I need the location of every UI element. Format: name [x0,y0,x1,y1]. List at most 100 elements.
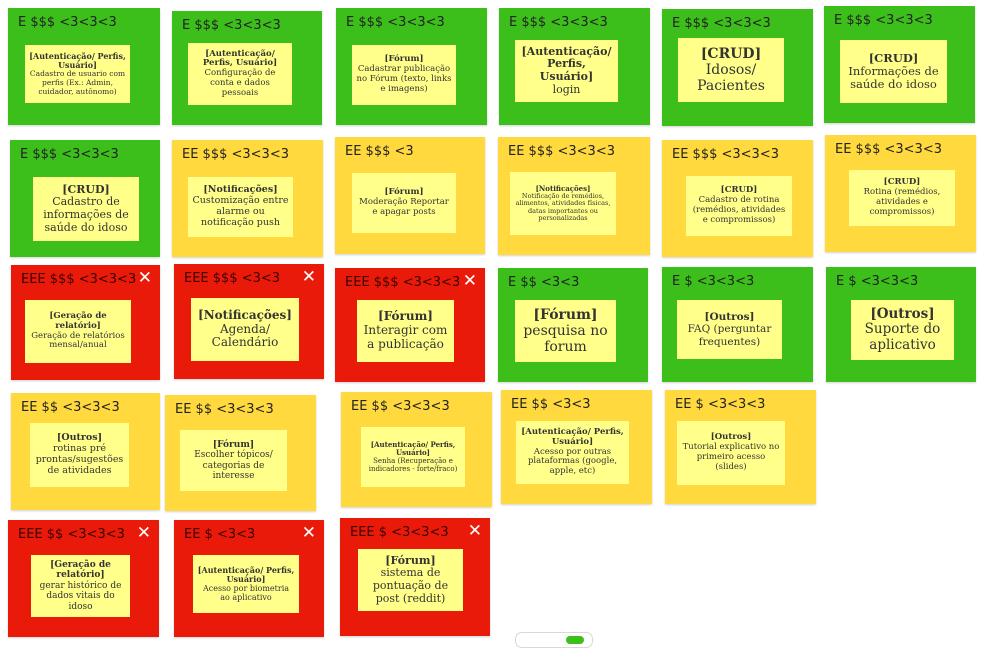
note-text: Interagir com a publicação [363,323,448,351]
note-text: Cadastrar publicação no Fórum (texto, li… [356,64,452,94]
close-icon[interactable]: ✕ [301,267,316,287]
note-forum[interactable]: [Fórum]pesquisa no forum [515,300,616,362]
note-category: [Notificações] [535,183,591,193]
note-forum[interactable]: [Fórum]Interagir com a publicação [357,300,454,362]
note-category: [Geração de relatório] [49,310,107,331]
note-category: [Autenticação/ Perfis, Usuário] [521,427,624,447]
note-text: Suporte do aplicativo [864,321,941,353]
note-category: [CRUD] [720,185,758,196]
note-notificacoes[interactable]: [Notificações]Notificação de remédios, a… [510,172,616,235]
close-icon[interactable]: ✕ [462,271,477,291]
card-header: E $$$ <3<3<3 [18,15,117,30]
note-category: [CRUD] [700,45,762,62]
note-category: [Fórum] [384,187,424,198]
close-icon[interactable]: ✕ [136,523,151,543]
note-category: [Fórum] [384,54,424,65]
card-header: EEE $ <3<3<3 [350,525,449,540]
card-header: EEE $$ <3<3<3 [18,527,125,542]
card-header: EE $$ <3<3<3 [21,400,120,415]
note-autenticacao-perfis-usuario[interactable]: [Autenticação/ Perfis, Usuário]Acesso po… [516,421,629,484]
card-header: E $ <3<3<3 [672,274,755,289]
note-autenticacao-perfis-usuario[interactable]: [Autenticação/ Perfis, Usuário]login [515,40,618,102]
card-header: E $$$ <3<3<3 [834,13,933,28]
note-text: Tutorial explicativo no primeiro acesso … [682,442,780,472]
note-category: [CRUD] [868,50,919,65]
note-category: [Fórum] [212,439,255,450]
note-text: Acesso por outras plataformas (google, a… [527,446,618,477]
note-category: [Geração de relatório] [50,560,111,581]
note-text: Moderação Reportar e apagar posts [359,197,449,217]
note-forum[interactable]: [Fórum]Moderação Reportar e apagar posts [352,173,456,233]
note-forum[interactable]: [Fórum]Cadastrar publicação no Fórum (te… [352,45,456,105]
note-notificacoes[interactable]: [Notificações]Agenda/ Calendário [191,298,299,361]
card-header: EE $$$ <3<3<3 [182,147,289,162]
note-category: [CRUD] [883,177,921,188]
close-icon[interactable]: ✕ [301,523,316,543]
note-category: [Notificações] [203,184,278,196]
note-text: sistema de pontuação de post (reddit) [372,566,449,605]
note-outros[interactable]: [Outros]FAQ (perguntar frequentes) [677,300,782,359]
note-text: pesquisa no forum [523,322,608,356]
note-text: Senha (Recuperação e indicadores - forte… [368,457,458,474]
note-text: Notificação de remédios, alimentos, ativ… [515,191,611,222]
card-header: E $$$ <3<3<3 [346,15,445,30]
note-forum[interactable]: [Fórum]Escolher tópicos/ categorias de i… [180,430,287,491]
card-header: EE $$$ <3<3<3 [672,147,779,162]
note-text: gerar histórico de dados vitais do idoso [39,580,122,612]
note-geracao-de-relatorio[interactable]: [Geração de relatório]Geração de relatór… [25,300,131,363]
note-category: [Autenticação/ Perfis, Usuário] [29,50,126,71]
note-crud[interactable]: [CRUD]Informações de saúde do idoso [840,40,947,103]
card-header: EE $$ <3<3<3 [351,399,450,414]
note-autenticacao-perfis-usuario[interactable]: [Autenticação/ Perfis, Usuário]Senha (Re… [361,427,465,487]
note-category: [Fórum] [378,309,433,324]
note-outros[interactable]: [Outros]rotinas pré prontas/sugestões de… [30,423,129,487]
note-text: Idosos/ Pacientes [697,61,765,95]
card-header: EE $$$ <3 [345,144,414,159]
note-crud[interactable]: [CRUD]Rotina (remédios, atividades e com… [849,170,955,226]
note-category: [Autenticação/ Perfis, Usuário] [197,564,295,584]
note-category: [Outros] [870,305,935,322]
note-autenticacao-perfis-usuario[interactable]: [Autenticação/ Perfis, Usuário]Acesso po… [193,555,299,613]
note-crud[interactable]: [CRUD]Idosos/ Pacientes [678,38,784,102]
card-header: E $ <3<3<3 [836,274,919,289]
note-category: [Outros] [56,432,103,444]
card-header: E $$$ <3<3<3 [672,16,771,31]
close-icon[interactable]: ✕ [467,521,482,541]
note-text: Acesso por biometria ao aplicativo [202,584,290,603]
note-text: rotinas pré prontas/sugestões de ativida… [35,443,124,476]
note-crud[interactable]: [CRUD]Cadastro de rotina (remédios, ativ… [686,176,792,236]
note-autenticacao-perfis-usuario[interactable]: [Autenticação/ Perfis, Usuário]Configura… [188,43,292,105]
note-text: Rotina (remédios, atividades e compromis… [863,187,941,217]
note-crud[interactable]: [CRUD]Cadastro de informações de saúde d… [33,177,139,241]
note-text: Cadastro de usuario com perfis (Ex.: Adm… [29,69,126,96]
note-category: [Fórum] [385,553,436,567]
note-category: [Fórum] [533,306,598,323]
note-text: Escolher tópicos/ categorias de interess… [194,450,273,481]
board-toggle[interactable] [515,632,593,648]
note-category: [Autenticação/ Perfis, Usuário] [521,44,612,83]
card-header: EEE $$$ <3<3 [184,271,281,286]
close-icon[interactable]: ✕ [137,268,152,288]
card-header: EE $ <3<3<3 [675,397,766,412]
card-header: EEE $$$ <3<3<3 [345,275,461,290]
note-category: [Autenticação/ Perfis, Usuário] [370,439,456,457]
card-header: EE $$$ <3<3<3 [508,144,615,159]
card-header: EEE $$$ <3<3<3 [21,272,137,287]
note-text: FAQ (perguntar frequentes) [687,323,772,348]
note-notificacoes[interactable]: [Notificações]Customização entre alarme … [188,177,293,237]
note-category: [Autenticação/ Perfis, Usuário] [202,48,278,69]
note-geracao-de-relatorio[interactable]: [Geração de relatório]gerar histórico de… [31,555,130,617]
note-text: login [552,82,581,96]
note-category: [Outros] [710,432,752,443]
card-header: E $$$ <3<3<3 [20,147,119,162]
note-forum[interactable]: [Fórum]sistema de pontuação de post (red… [358,549,463,611]
note-category: [Notificações] [198,307,292,322]
note-autenticacao-perfis-usuario[interactable]: [Autenticação/ Perfis, Usuário]Cadastro … [25,45,130,103]
note-text: Configuração de conta e dados pessoais [204,68,276,98]
note-text: Cadastro de rotina (remédios, atividades… [692,195,786,225]
note-outros[interactable]: [Outros]Tutorial explicativo no primeiro… [677,421,785,485]
toggle-indicator [566,636,584,644]
note-outros[interactable]: [Outros]Suporte do aplicativo [851,300,954,360]
card-header: EE $$$ <3<3<3 [835,142,942,157]
